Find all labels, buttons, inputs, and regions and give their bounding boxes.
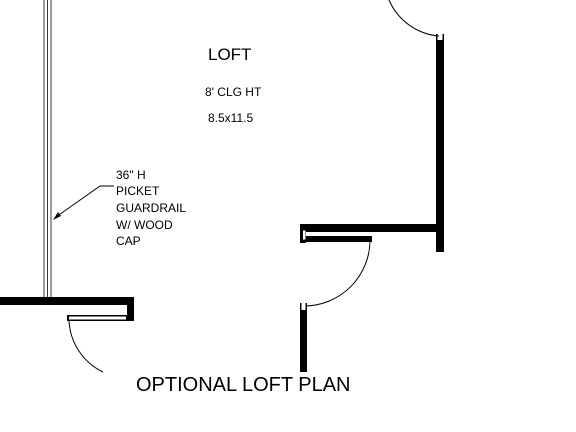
callout-line-2: PICKET: [116, 184, 160, 198]
plan-title: OPTIONAL LOFT PLAN: [136, 374, 351, 396]
callout-line-5: CAP: [116, 234, 141, 248]
callout-line-1: 36" H: [116, 168, 146, 182]
door-swing-top-right: [388, 0, 440, 37]
door-swing-middle: [303, 239, 371, 307]
ceiling-height-label: 8' CLG HT: [205, 85, 262, 99]
door-swing-bottom-left: [68, 319, 104, 373]
middle-wall: [300, 224, 444, 243]
right-wall: [436, 34, 444, 252]
room-name-label: LOFT: [208, 45, 251, 64]
guardrail-leader-arrow: [53, 185, 114, 220]
lower-partition-wall: [300, 303, 307, 372]
callout-line-4: W/ WOOD: [116, 218, 173, 232]
bottom-left-wall: [0, 297, 134, 321]
room-size-label: 8.5x11.5: [208, 111, 253, 125]
callout-line-3: GUARDRAIL: [116, 201, 186, 215]
picket-guardrail: [43, 0, 52, 298]
